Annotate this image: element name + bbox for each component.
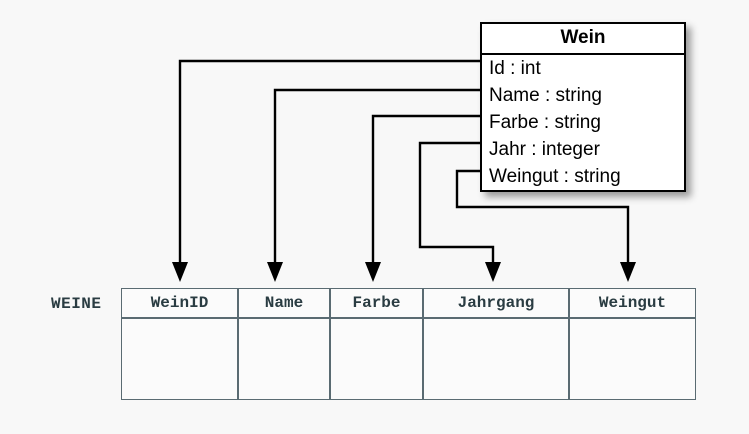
column-header-farbe[interactable]: Farbe (330, 288, 423, 318)
uml-attribute-weingut[interactable]: Weingut : string (489, 166, 621, 187)
relation-name-label: WEINE (51, 295, 102, 313)
column-header-weinid[interactable]: WeinID (121, 288, 238, 318)
uml-attribute-farbe[interactable]: Farbe : string (489, 112, 601, 133)
column-header-name[interactable]: Name (238, 288, 330, 318)
connector-farbe-to-farbe (365, 114, 480, 282)
relational-table[interactable]: WeinID Name Farbe Jahrgang Weingut (121, 288, 696, 400)
connector-id-to-weinid (172, 59, 480, 282)
table-header-row: WeinID Name Farbe Jahrgang Weingut (121, 288, 696, 318)
uml-class-title: Wein (482, 24, 684, 55)
table-cell-weingut[interactable] (569, 318, 696, 400)
table-cell-jahrgang[interactable] (423, 318, 569, 400)
column-header-jahrgang[interactable]: Jahrgang (423, 288, 569, 318)
uml-attribute-name[interactable]: Name : string (489, 85, 602, 106)
table-cell-weinid[interactable] (121, 318, 238, 400)
column-header-weingut[interactable]: Weingut (569, 288, 696, 318)
table-cell-farbe[interactable] (330, 318, 423, 400)
uml-attribute-id[interactable]: Id : int (489, 58, 541, 79)
connector-name-to-name (267, 88, 480, 282)
uml-attribute-jahr[interactable]: Jahr : integer (489, 139, 600, 160)
table-row (121, 318, 696, 400)
uml-attribute-list: Id : int Name : string Farbe : string Ja… (482, 55, 684, 190)
uml-class-box[interactable]: Wein Id : int Name : string Farbe : stri… (480, 22, 686, 192)
table-cell-name[interactable] (238, 318, 330, 400)
